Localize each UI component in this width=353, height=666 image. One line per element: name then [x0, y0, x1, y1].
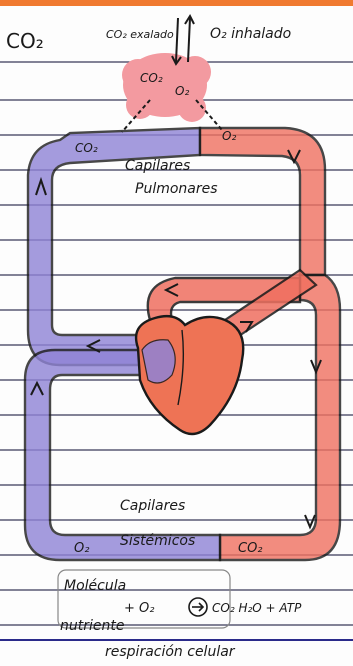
systemic-co2-label: CO₂	[238, 541, 263, 556]
heart-right-atrium	[142, 340, 175, 383]
co2-exhaled-label: CO₂ exalado	[106, 28, 174, 41]
alveolus-co2-label: CO₂	[140, 71, 163, 85]
pulmonary-co2-label: CO₂	[75, 141, 98, 155]
alveolus-o2-label: O₂	[175, 84, 189, 98]
alveolus	[122, 53, 211, 122]
systemic-capillaries-line1: Capilares	[120, 498, 185, 514]
arrow-systemic-bottom	[305, 515, 315, 527]
reaction-arrow-icon	[189, 598, 207, 616]
pulmonary-o2-label: O₂	[222, 129, 236, 143]
pulmonary-red-band	[200, 128, 325, 275]
nutrient-line1: Molécula	[64, 578, 126, 594]
systemic-o2-label: O₂	[74, 541, 89, 556]
pulmonary-capillaries-line1: Capilares	[125, 158, 190, 174]
pulmonary-capillaries-line2: Pulmonares	[135, 181, 218, 197]
systemic-capillaries-line2: Sistémicos	[120, 533, 195, 549]
equation-products: CO₂ H₂O + ATP	[212, 601, 302, 615]
o2-inhaled-label: O₂ inhalado	[210, 26, 291, 42]
cellular-respiration-label: respiración celular	[105, 644, 236, 660]
nutrient-line2: nutriente	[60, 618, 124, 634]
header-highlight	[0, 0, 353, 6]
equation-plus-o2: + O₂	[124, 601, 154, 616]
top-left-co2: CO₂	[6, 29, 44, 53]
